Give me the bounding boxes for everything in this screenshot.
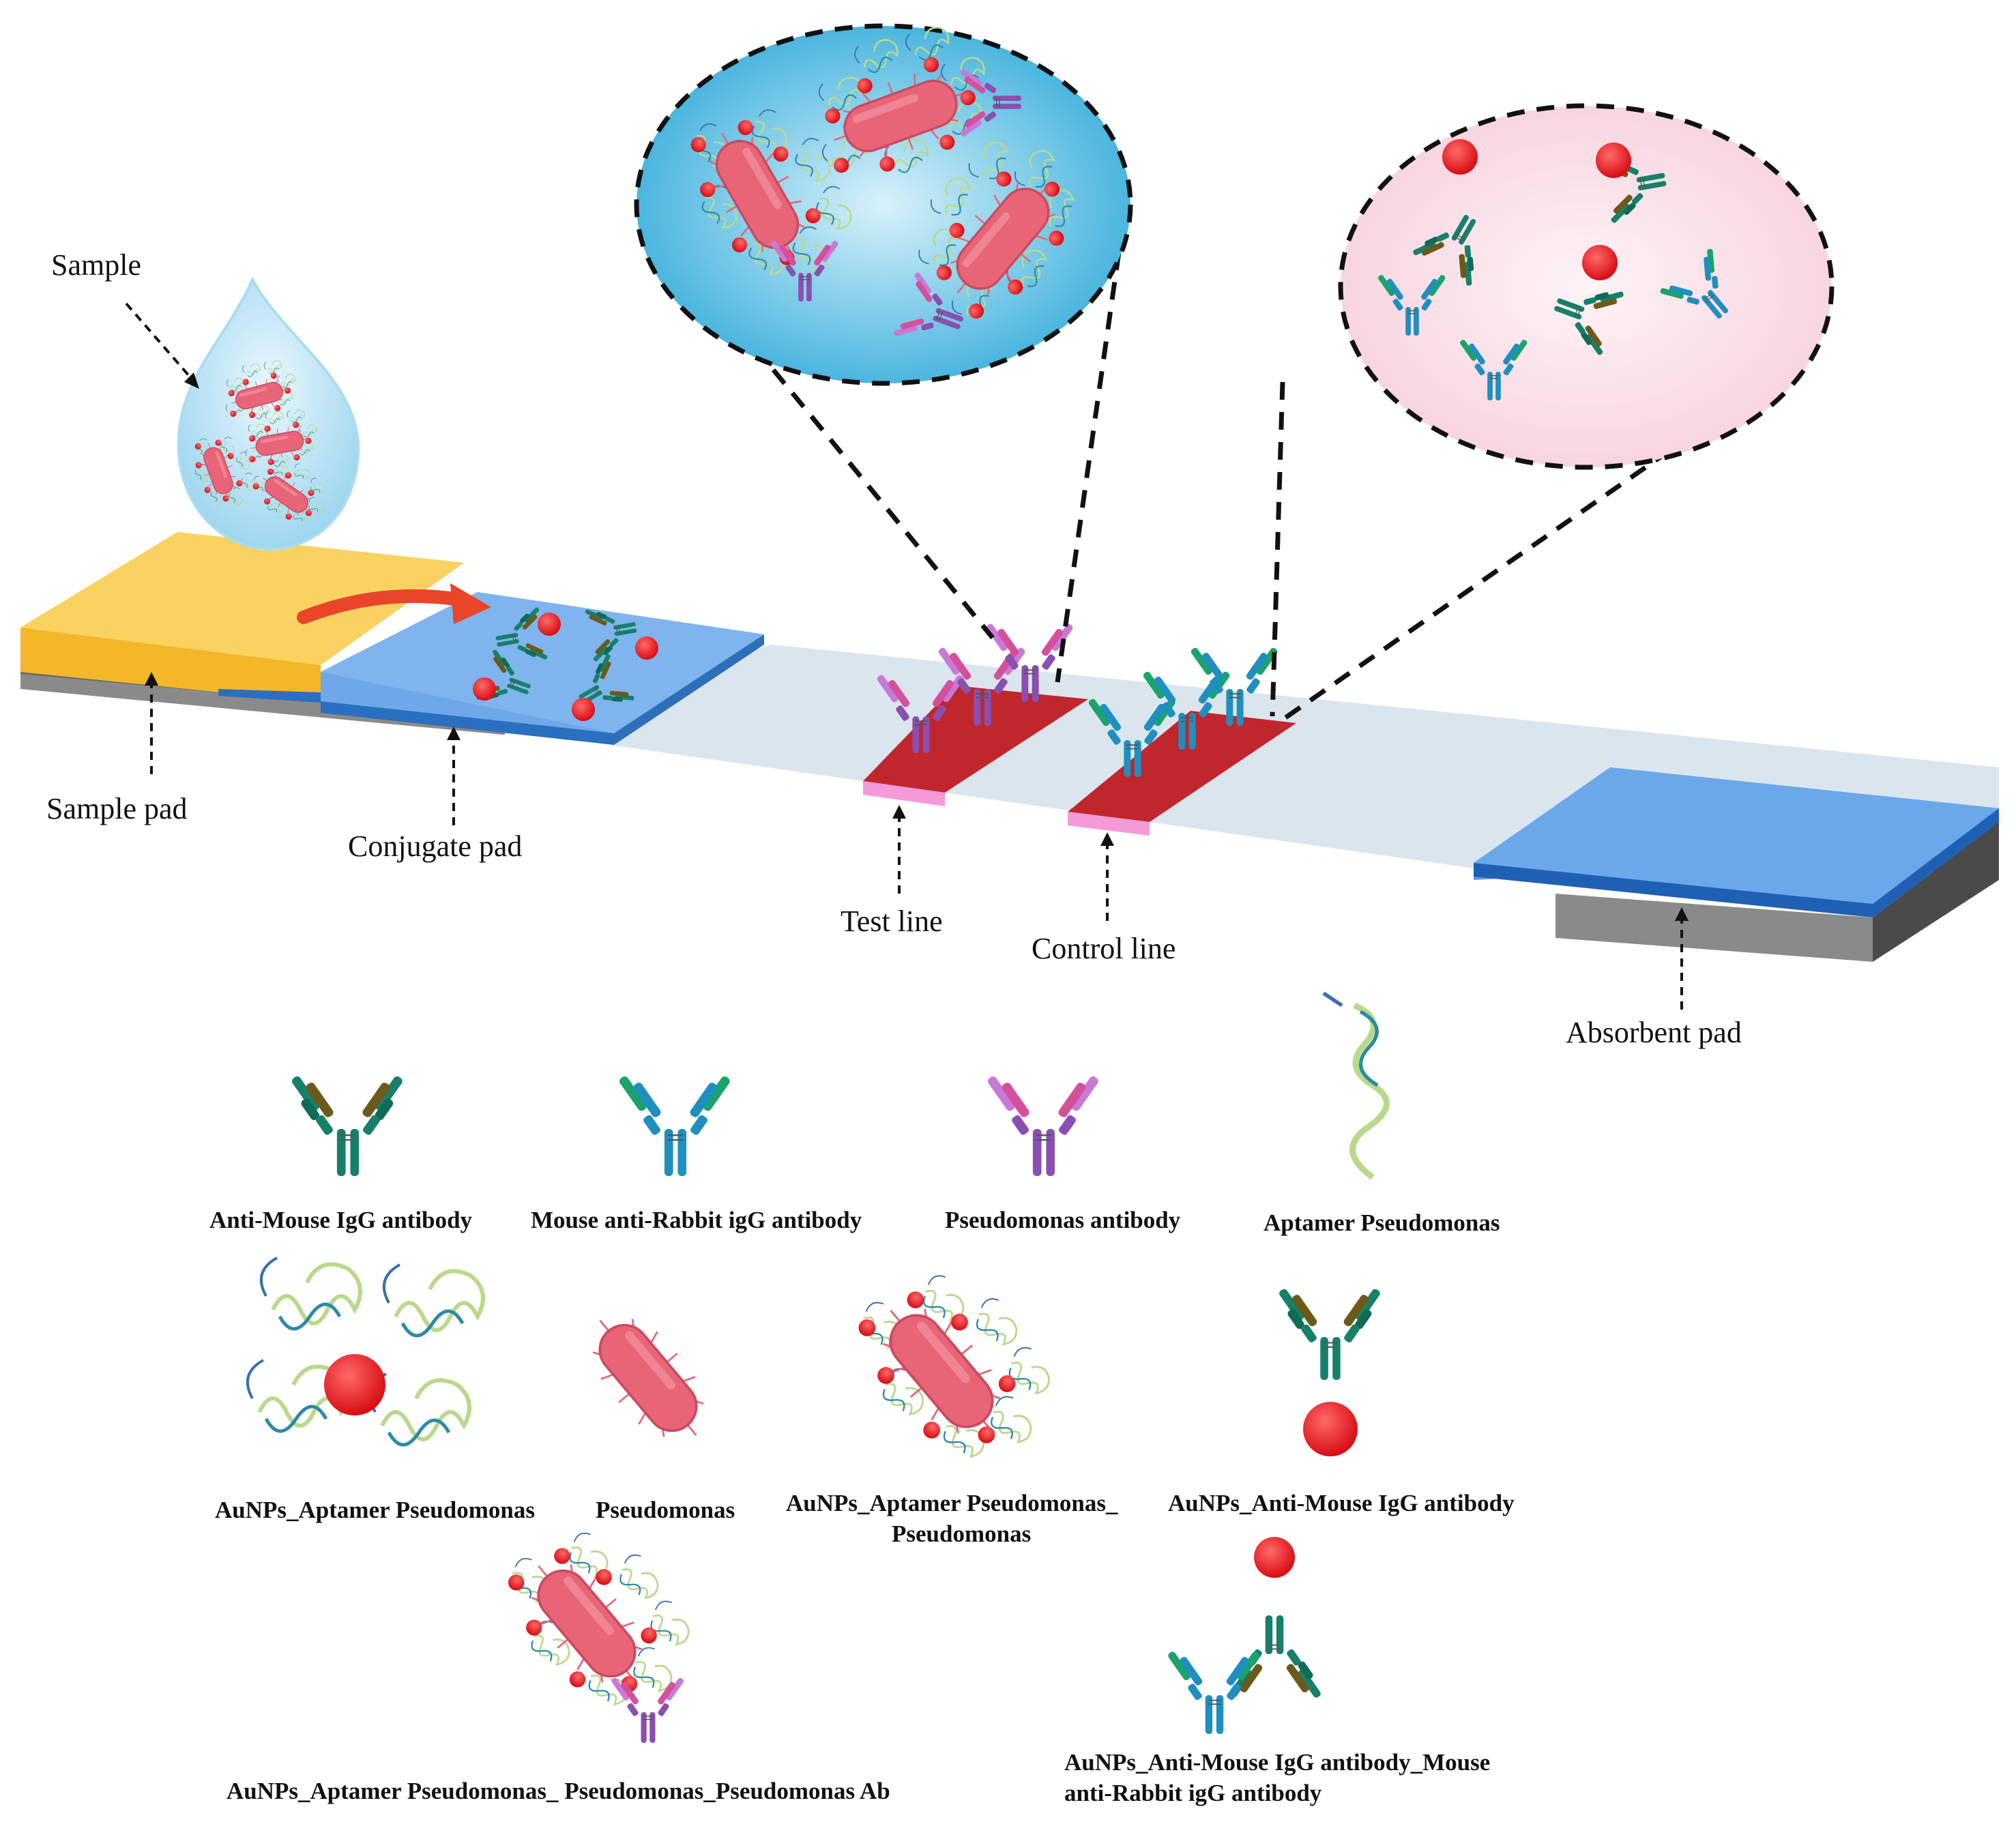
legend-aptamer-pseudomonas: Aptamer Pseudomonas	[1263, 1209, 1500, 1236]
legend-aunps-aptamer-pseudomonas-l2: Pseudomonas	[892, 1520, 1031, 1547]
legend-aunps-aptamer-pseudomonas-icon	[833, 1240, 1079, 1492]
legend-aunps-anti-mouse: AuNPs_Anti-Mouse IgG antibody	[1168, 1490, 1515, 1516]
control-line-label: Control line	[1032, 932, 1175, 965]
test-line-label: Test line	[841, 905, 943, 938]
legend-aunps-anti-mouse-icon	[1277, 1287, 1382, 1381]
legend-pseudomonas-antibody-icon	[985, 1074, 1101, 1177]
sample-pad-label: Sample pad	[46, 792, 188, 825]
control-line-zoom	[1270, 103, 1835, 722]
sample-label: Sample	[51, 248, 141, 282]
legend-aunps-aptamer-icon	[248, 1258, 483, 1445]
legend-aunps-aptamer-pseudomonas-l1: AuNPs_Aptamer Pseudomonas_	[786, 1490, 1118, 1516]
legend-aunps-anti-mouse-mouse-icon	[1166, 1537, 1323, 1735]
test-line-zoom	[634, 8, 1133, 683]
legend-mouse-anti-rabbit-icon	[617, 1074, 733, 1177]
legend-anti-mouse-igg-icon	[289, 1074, 405, 1177]
conjugate-pad-label: Conjugate pad	[348, 829, 522, 863]
conjugate-pad-particles	[473, 600, 658, 724]
legend: Anti-Mouse IgG antibody Mouse anti-Rabbi…	[209, 991, 1515, 1806]
test-line-marker	[863, 781, 945, 806]
legend-aunps-anti-mouse-mouse-l1: AuNPs_Anti-Mouse IgG antibody_Mouse	[1064, 1749, 1490, 1776]
control-line-band	[1068, 711, 1296, 822]
nitrocellulose-membrane	[505, 645, 1999, 894]
strip-labels: Sample Sample pad Conjugate pad Test lin…	[46, 248, 1742, 1049]
legend-aunps-aptamer-pseudomonas-ab: AuNPs_Aptamer Pseudomonas_ Pseudomonas_P…	[227, 1778, 890, 1804]
legend-pseudomonas: Pseudomonas	[596, 1497, 735, 1523]
sample-drop	[177, 276, 360, 551]
absorbent-pad-label: Absorbent pad	[1566, 1016, 1742, 1049]
test-strip	[20, 532, 1999, 962]
control-line-marker	[1068, 812, 1150, 836]
test-line-band	[863, 686, 1088, 793]
legend-pseudomonas-icon	[569, 1295, 727, 1461]
flow-arrow	[297, 583, 491, 624]
legend-aunps-aptamer: AuNPs_Aptamer Pseudomonas	[215, 1497, 535, 1523]
legend-aunps-anti-mouse-mouse-l2: anti-Rabbit igG antibody	[1064, 1780, 1322, 1806]
legend-aunps-aptamer-pseudomonas-ab-icon	[484, 1499, 716, 1744]
legend-pseudomonas-antibody: Pseudomonas antibody	[945, 1207, 1181, 1233]
legend-aptamer-icon	[1322, 991, 1390, 1180]
legend-anti-mouse-igg: Anti-Mouse IgG antibody	[209, 1207, 473, 1233]
legend-mouse-anti-rabbit: Mouse anti-Rabbit igG antibody	[531, 1207, 862, 1233]
